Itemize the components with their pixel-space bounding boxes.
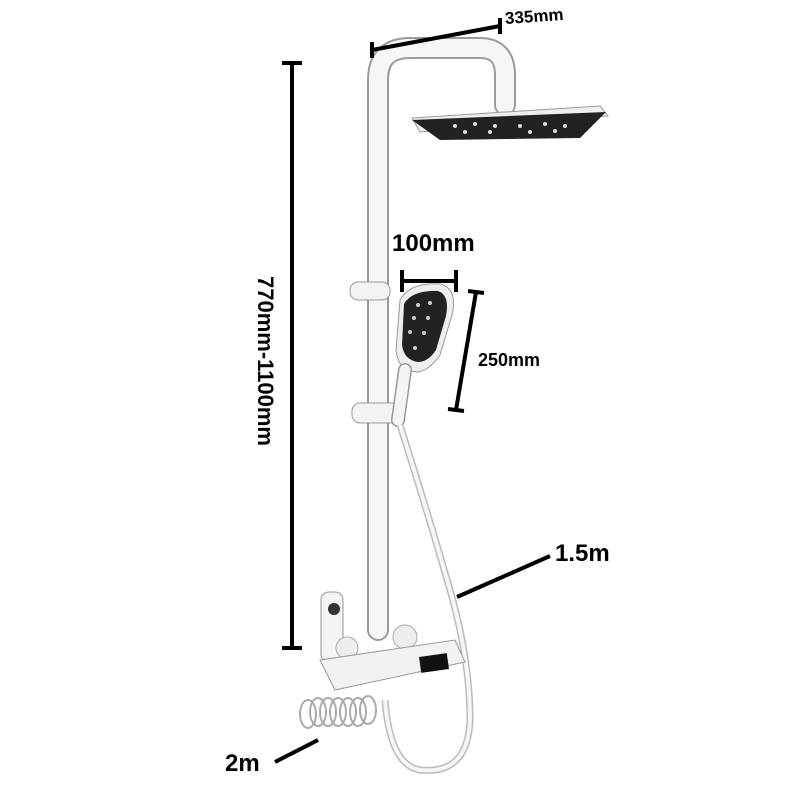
hose-length-label: 1.5m <box>555 540 610 567</box>
rain-shower-head <box>411 105 609 140</box>
hand-shower-width-label: 100mm <box>392 230 475 257</box>
dimension-lines <box>274 18 551 764</box>
hand-shower-length-label: 250mm <box>478 350 541 370</box>
spiral-hose <box>299 695 377 729</box>
shower-riser <box>367 37 516 641</box>
shower-hose <box>381 423 474 774</box>
hand-shower <box>391 283 454 427</box>
spiral-hose-length-label: 2m <box>225 750 260 777</box>
arm-length-label: 335mm <box>504 4 565 29</box>
hand-shower-holder <box>349 281 403 424</box>
thermostatic-mixer <box>319 624 466 691</box>
height-range-label: 770mm-1100mm <box>253 275 278 446</box>
